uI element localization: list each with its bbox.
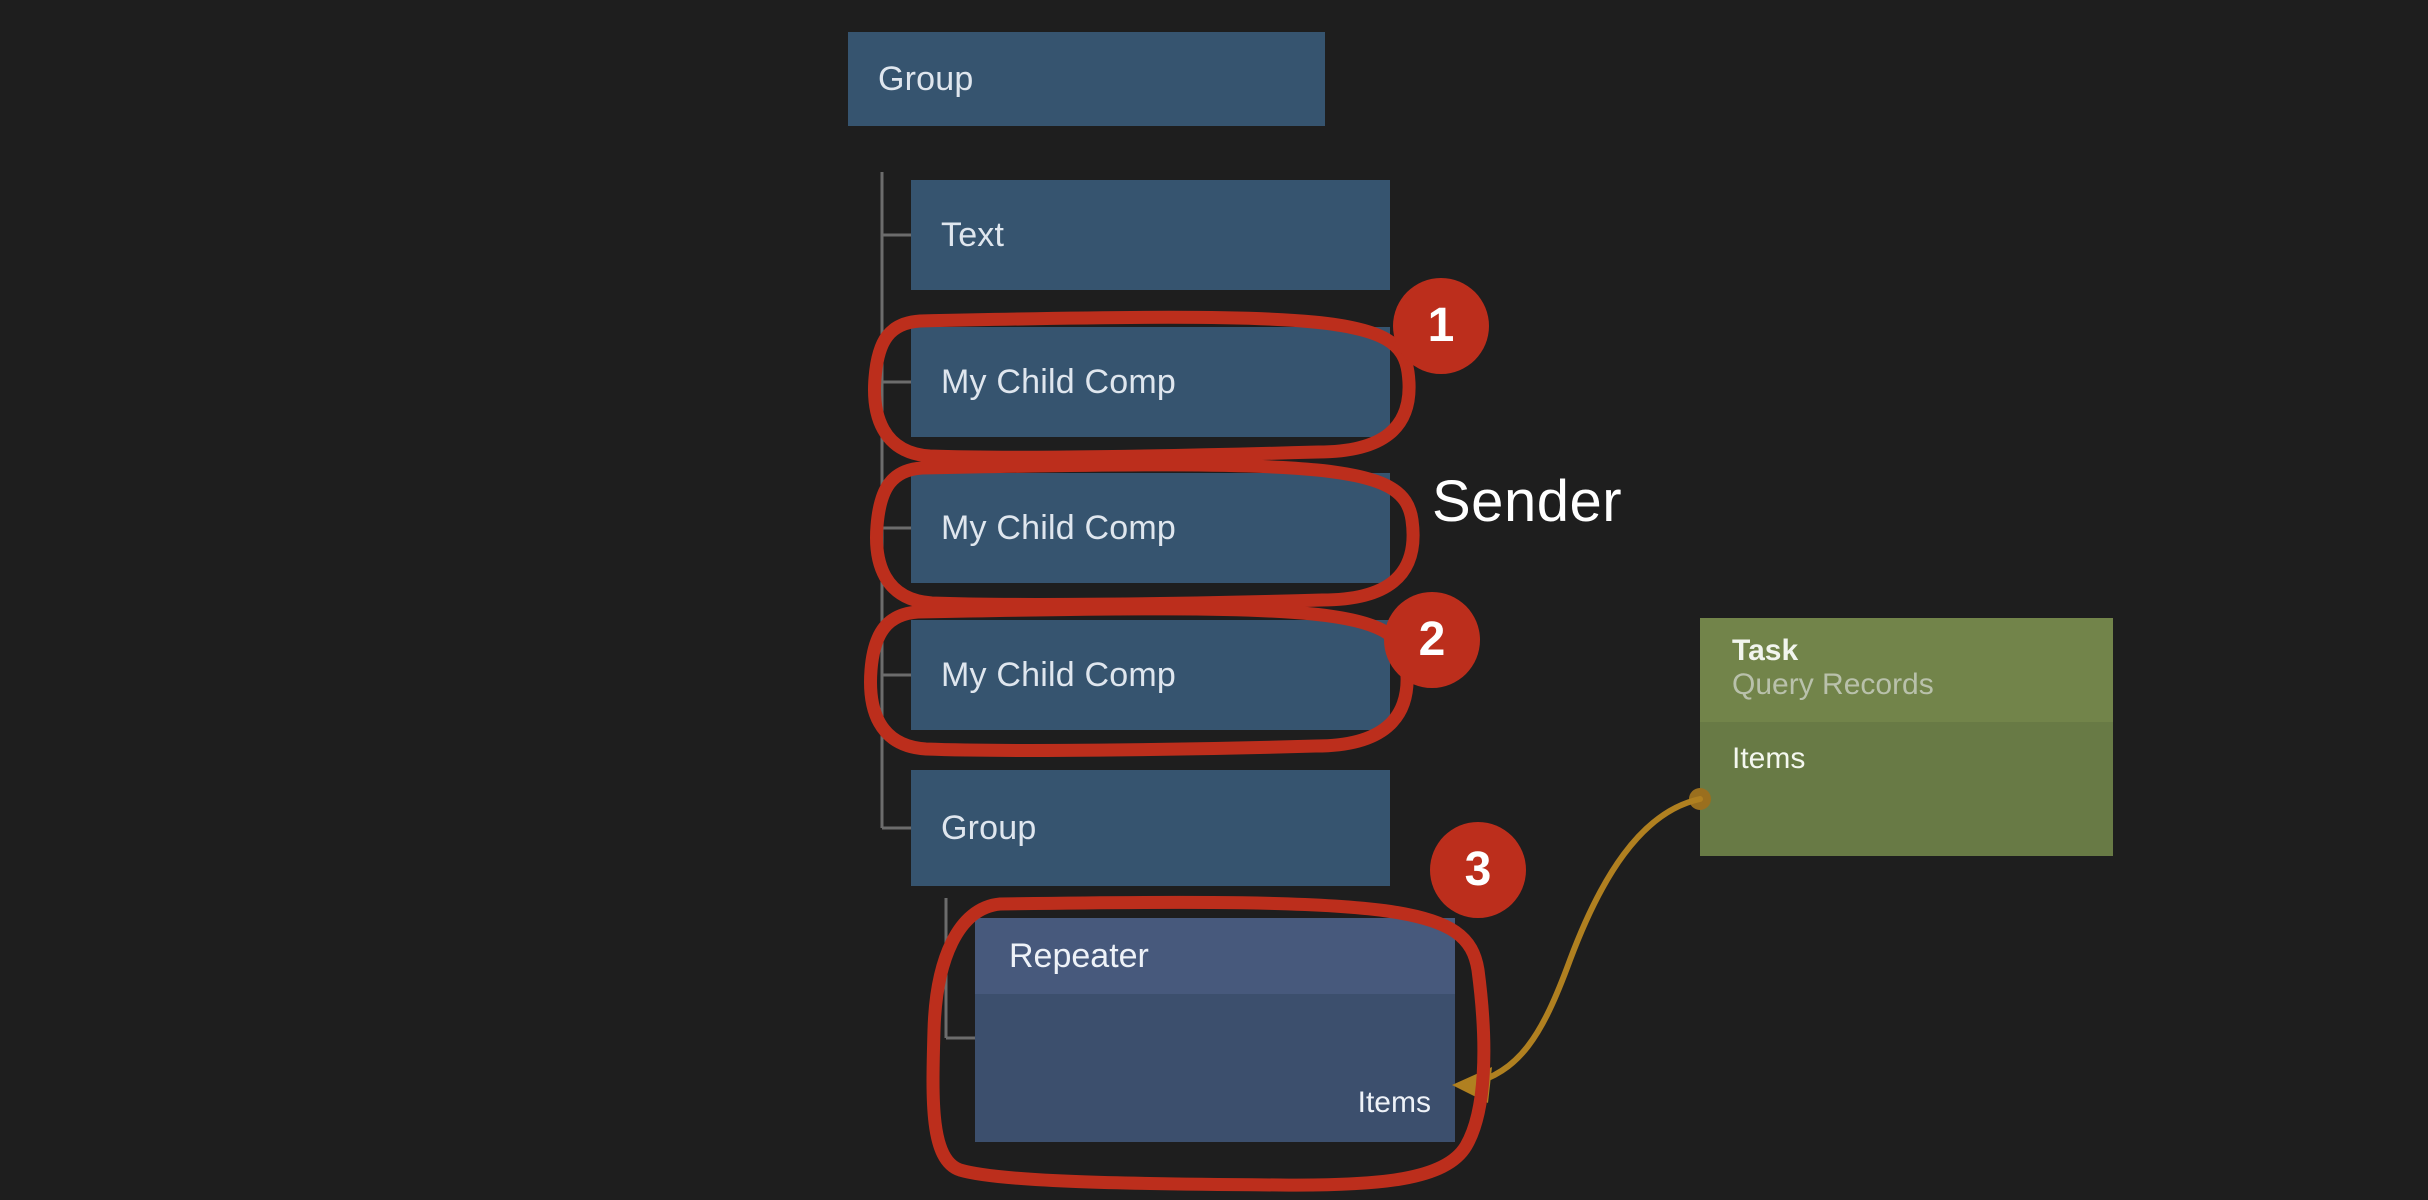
- tree-node-group-child[interactable]: Group: [911, 770, 1390, 886]
- task-items-port-label[interactable]: Items: [1732, 742, 1806, 775]
- repeater-node-title: Repeater: [1009, 936, 1149, 975]
- annotation-badge-2: 2: [1384, 592, 1480, 688]
- task-items-output-port[interactable]: [1689, 788, 1711, 810]
- repeater-node-header: Repeater: [975, 918, 1455, 994]
- tree-node-my-child-comp-3[interactable]: My Child Comp: [911, 620, 1390, 730]
- tree-node-my-child-comp-2[interactable]: My Child Comp: [911, 473, 1390, 583]
- task-node[interactable]: Task Query Records Items: [1700, 618, 2113, 856]
- tree-node-label: Text: [941, 215, 1005, 254]
- repeater-node-body: Items: [975, 994, 1455, 1142]
- tree-node-label: My Child Comp: [941, 362, 1176, 401]
- tree-node-my-child-comp-1[interactable]: My Child Comp: [911, 327, 1390, 437]
- annotation-badge-1: 1: [1393, 278, 1489, 374]
- tree-node-label: Group: [878, 59, 974, 98]
- tree-node-label: My Child Comp: [941, 508, 1176, 547]
- task-node-body: Items: [1700, 722, 2113, 856]
- annotation-label-sender: Sender: [1432, 469, 1623, 534]
- tree-node-label: Group: [941, 808, 1037, 847]
- task-node-subtitle: Query Records: [1732, 668, 1934, 702]
- task-node-header: Task Query Records: [1700, 618, 2113, 722]
- tree-node-group-root[interactable]: Group: [848, 32, 1325, 126]
- annotation-badge-number: 1: [1427, 299, 1455, 352]
- task-node-title: Task: [1732, 634, 1799, 668]
- tree-node-text[interactable]: Text: [911, 180, 1390, 290]
- repeater-items-port-label[interactable]: Items: [1357, 1086, 1431, 1119]
- repeater-node[interactable]: Repeater Items: [975, 918, 1455, 1142]
- tree-node-label: My Child Comp: [941, 655, 1176, 694]
- annotation-badge-3: 3: [1430, 822, 1526, 918]
- annotation-badge-number: 3: [1464, 843, 1492, 896]
- annotation-badge-number: 2: [1418, 613, 1446, 666]
